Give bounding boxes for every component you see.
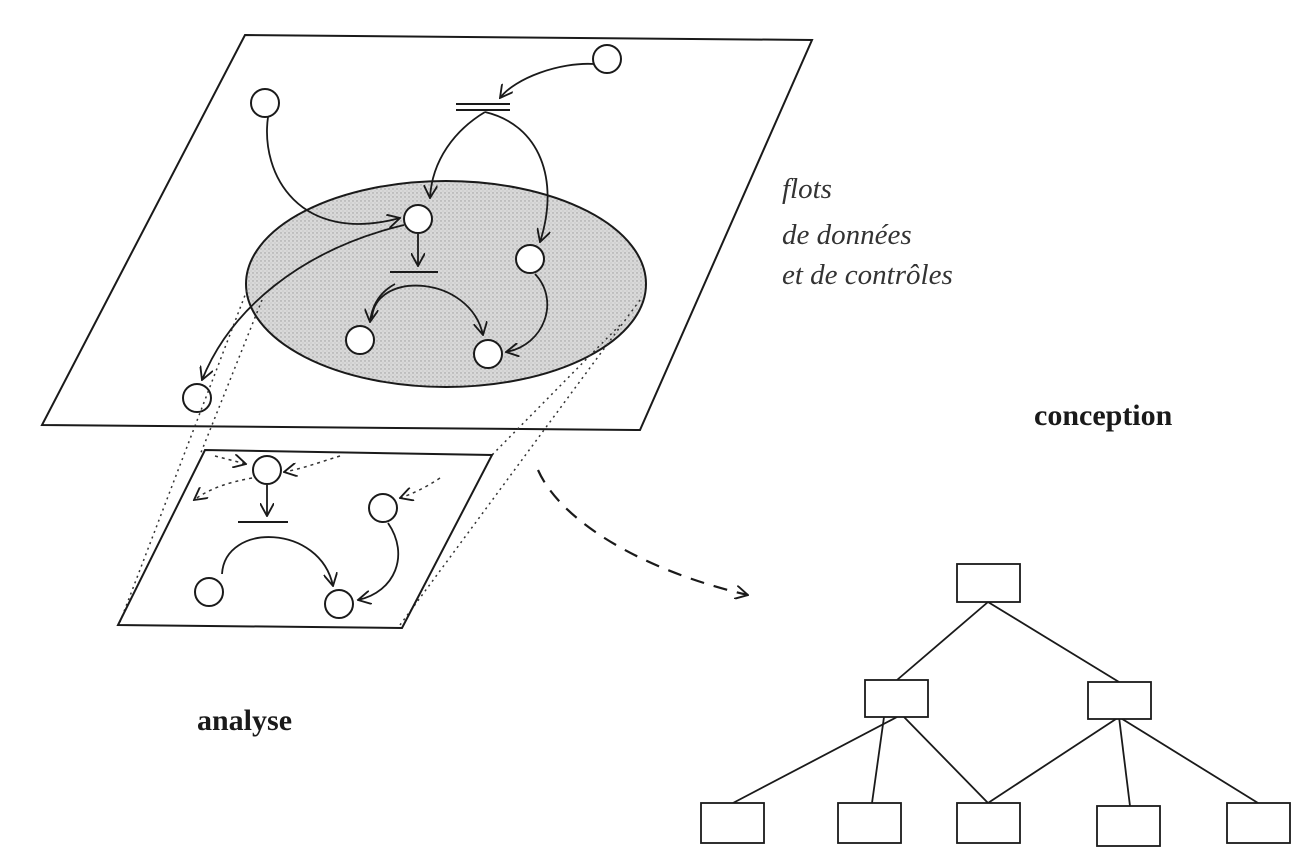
arrow-top-left-to-center bbox=[266, 116, 400, 224]
node-bottom-left bbox=[345, 325, 375, 355]
lower-node-bottom-left bbox=[194, 577, 224, 607]
module-leaf-5 bbox=[1226, 802, 1291, 844]
lower-arrow-in-far-right bbox=[400, 477, 441, 498]
lower-arrow-in-right bbox=[284, 455, 341, 472]
arrow-center-to-outside bbox=[202, 224, 405, 380]
arrow-inner-fork-left bbox=[370, 283, 396, 322]
node-outside bbox=[182, 383, 212, 413]
arrow-inner-fork bbox=[371, 284, 483, 335]
module-root bbox=[956, 563, 1021, 603]
arrow-bar-to-right bbox=[484, 111, 548, 242]
lower-arrow-in-left bbox=[214, 456, 246, 464]
arrow-top-right-to-bar bbox=[500, 62, 595, 98]
node-top-right bbox=[592, 44, 622, 74]
module-leaf-1 bbox=[700, 802, 765, 844]
module-leaf-3 bbox=[956, 802, 1021, 844]
node-right-mid bbox=[515, 244, 545, 274]
structure-chart bbox=[700, 563, 1291, 847]
lower-plane bbox=[116, 448, 494, 630]
node-bottom-right bbox=[473, 339, 503, 369]
module-mid-left bbox=[864, 679, 929, 718]
upper-plane bbox=[40, 33, 814, 432]
flows-label-line1: flots bbox=[782, 173, 832, 205]
module-leaf-4 bbox=[1096, 805, 1161, 847]
projection-lines bbox=[119, 289, 641, 626]
flows-label-line3: et de contrôles bbox=[782, 259, 953, 291]
flows-label-line2: de données bbox=[782, 219, 912, 251]
lower-plane-outline bbox=[116, 448, 494, 630]
node-center bbox=[403, 204, 433, 234]
lower-arrow-out-left bbox=[194, 477, 253, 500]
node-top-left bbox=[250, 88, 280, 118]
analysis-label: analyse bbox=[197, 704, 292, 737]
lower-node-top bbox=[252, 455, 282, 485]
upper-plane-outline bbox=[40, 33, 814, 432]
lower-arrow-right-to-bottom bbox=[358, 522, 399, 600]
lower-node-right bbox=[368, 493, 398, 523]
module-leaf-2 bbox=[837, 802, 902, 844]
arrow-bar-to-center bbox=[430, 111, 486, 198]
arrow-right-to-bottom-right bbox=[506, 273, 549, 352]
shaded-ellipse bbox=[245, 180, 647, 388]
lower-node-bottom-right bbox=[324, 589, 354, 619]
design-label: conception bbox=[1034, 399, 1173, 432]
lower-arrow-fork bbox=[221, 536, 333, 586]
dashed-transition-arrow bbox=[536, 469, 748, 595]
module-mid-right bbox=[1087, 681, 1152, 720]
